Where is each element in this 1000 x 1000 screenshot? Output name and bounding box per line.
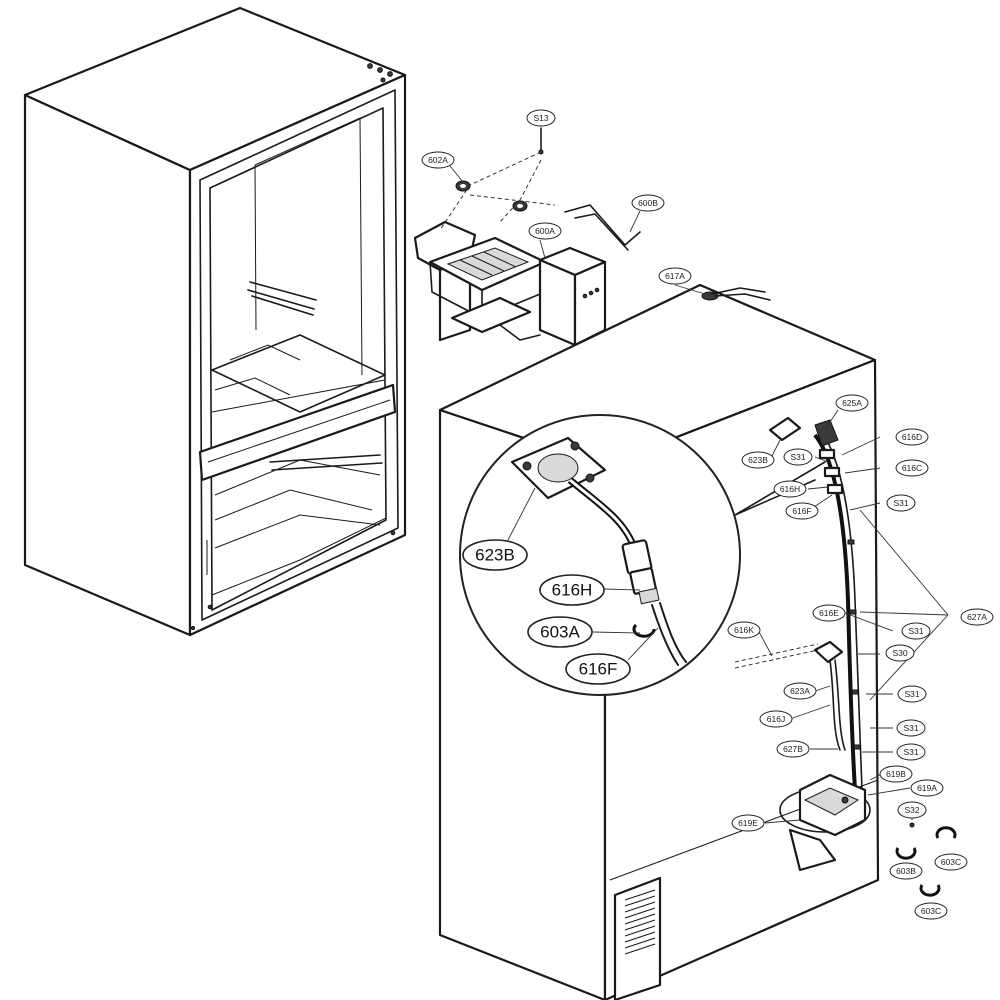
svg-text:616H: 616H [780,484,800,494]
svg-text:619E: 619E [738,818,758,828]
callout-623b-small: 623B [741,451,775,469]
svg-text:603C: 603C [921,906,941,916]
svg-text:S31: S31 [904,689,919,699]
callout-616d: 616D [895,428,929,446]
callout-s31-c: S31 [897,685,927,703]
callout-600b: 600B [631,194,665,212]
callout-627a: 627A [960,608,994,626]
svg-text:600A: 600A [535,226,555,236]
callout-616k: 616K [727,621,761,639]
callout-s13: S13 [526,109,556,127]
svg-text:S31: S31 [790,452,805,462]
callout-603b: 603B [889,862,923,880]
callout-616e: 616E [812,604,846,622]
svg-text:S32: S32 [904,805,919,815]
svg-text:616F: 616F [579,660,618,679]
svg-text:616E: 616E [819,608,839,618]
svg-text:603C: 603C [941,857,961,867]
detail-callout-616f: 616F [565,653,631,685]
svg-text:623B: 623B [748,455,768,465]
icemaker-assembly [413,127,641,347]
svg-text:602A: 602A [428,155,448,165]
callout-617a: 617A [658,267,692,285]
svg-text:603B: 603B [896,866,916,876]
svg-text:617A: 617A [665,271,685,281]
svg-text:616C: 616C [902,463,922,473]
callout-s32: S32 [897,801,927,819]
callout-619a: 619A [910,779,944,797]
svg-text:623B: 623B [475,546,515,565]
svg-text:625A: 625A [842,398,862,408]
svg-text:627B: 627B [783,744,803,754]
svg-text:S31: S31 [903,723,918,733]
svg-text:S31: S31 [908,626,923,636]
svg-text:603A: 603A [540,623,580,642]
detail-callout-616h: 616H [539,574,605,606]
svg-text:616K: 616K [734,625,754,635]
callout-603c-b: 603C [914,902,948,920]
water-line-routing [734,416,957,897]
callout-s31-e: S31 [896,743,926,761]
callout-602a: 602A [421,151,455,169]
svg-text:623A: 623A [790,686,810,696]
svg-text:S13: S13 [533,113,548,123]
svg-text:S31: S31 [893,498,908,508]
svg-text:627A: 627A [967,612,987,622]
svg-text:616D: 616D [902,432,922,442]
svg-text:619A: 619A [917,783,937,793]
callout-627b: 627B [776,740,810,758]
callout-616f-small: 616F [785,502,819,520]
callout-s31-a: S31 [886,494,916,512]
callout-616h-small: 616H [773,480,807,498]
callout-625a: 625A [835,394,869,412]
callout-s31-d: S31 [896,719,926,737]
svg-text:619B: 619B [886,769,906,779]
vent-grille [624,889,656,955]
detail-magnifier [459,414,826,696]
callout-616j: 616J [759,710,793,728]
detail-callout-623b: 623B [462,539,528,571]
callout-619b: 619B [879,765,913,783]
callout-s31-b: S31 [901,622,931,640]
callout-619e: 619E [731,814,765,832]
svg-text:616F: 616F [792,506,811,516]
detail-callout-603a: 603A [527,616,593,648]
svg-text:S31: S31 [903,747,918,757]
leader-lines [449,165,949,824]
callout-616c: 616C [895,459,929,477]
callout-623a: 623A [783,682,817,700]
svg-text:616J: 616J [767,714,785,724]
svg-text:S30: S30 [892,648,907,658]
callout-s30: S30 [885,644,915,662]
callout-600a: 600A [528,222,562,240]
left-cabinet [23,6,407,637]
svg-text:616H: 616H [552,581,593,600]
svg-text:600B: 600B [638,198,658,208]
callout-s31-top: S31 [783,448,813,466]
callout-603c-a: 603C [934,853,968,871]
